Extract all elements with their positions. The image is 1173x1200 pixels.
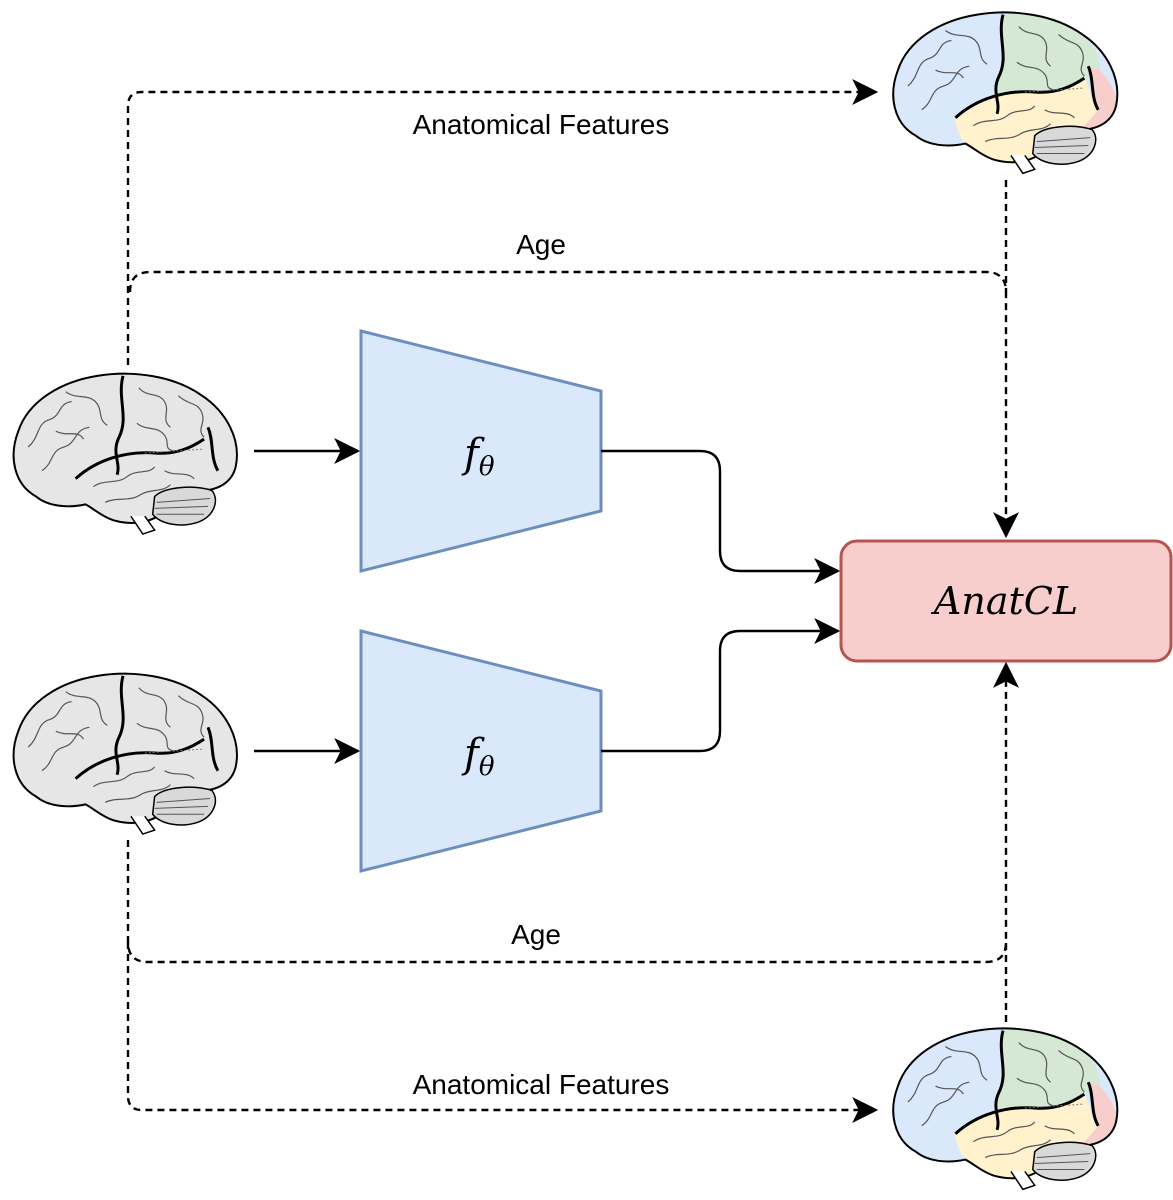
age-bottom-label: Age	[511, 919, 561, 950]
parcellated-brain-bottom-icon	[891, 1026, 1119, 1191]
anatcl-loss-box: AnatCL	[839, 539, 1173, 663]
encoder-bottom-subscript: θ	[479, 752, 495, 782]
anatomical-features-bottom-label: Anatomical Features	[413, 1069, 670, 1100]
age-top-label: Age	[516, 229, 566, 260]
anatcl-label: AnatCL	[931, 579, 1078, 623]
parcellated-brain-top-icon	[891, 10, 1119, 175]
anatomical-features-top-connector	[126, 79, 879, 365]
input-brain-bottom-icon	[12, 672, 239, 836]
encoder-bottom-to-loss-arrow	[601, 618, 841, 753]
encoder-top-to-loss-arrow	[601, 449, 841, 584]
age-top-connector	[128, 270, 1019, 539]
anatomical-features-top-label: Anatomical Features	[413, 109, 670, 140]
encoder-top: fθ	[359, 329, 603, 573]
input-brain-top-icon	[12, 372, 239, 536]
age-bottom-connector	[126, 661, 1019, 964]
encoder-bottom: fθ	[359, 629, 603, 873]
encoder-top-subscript: θ	[479, 452, 495, 482]
